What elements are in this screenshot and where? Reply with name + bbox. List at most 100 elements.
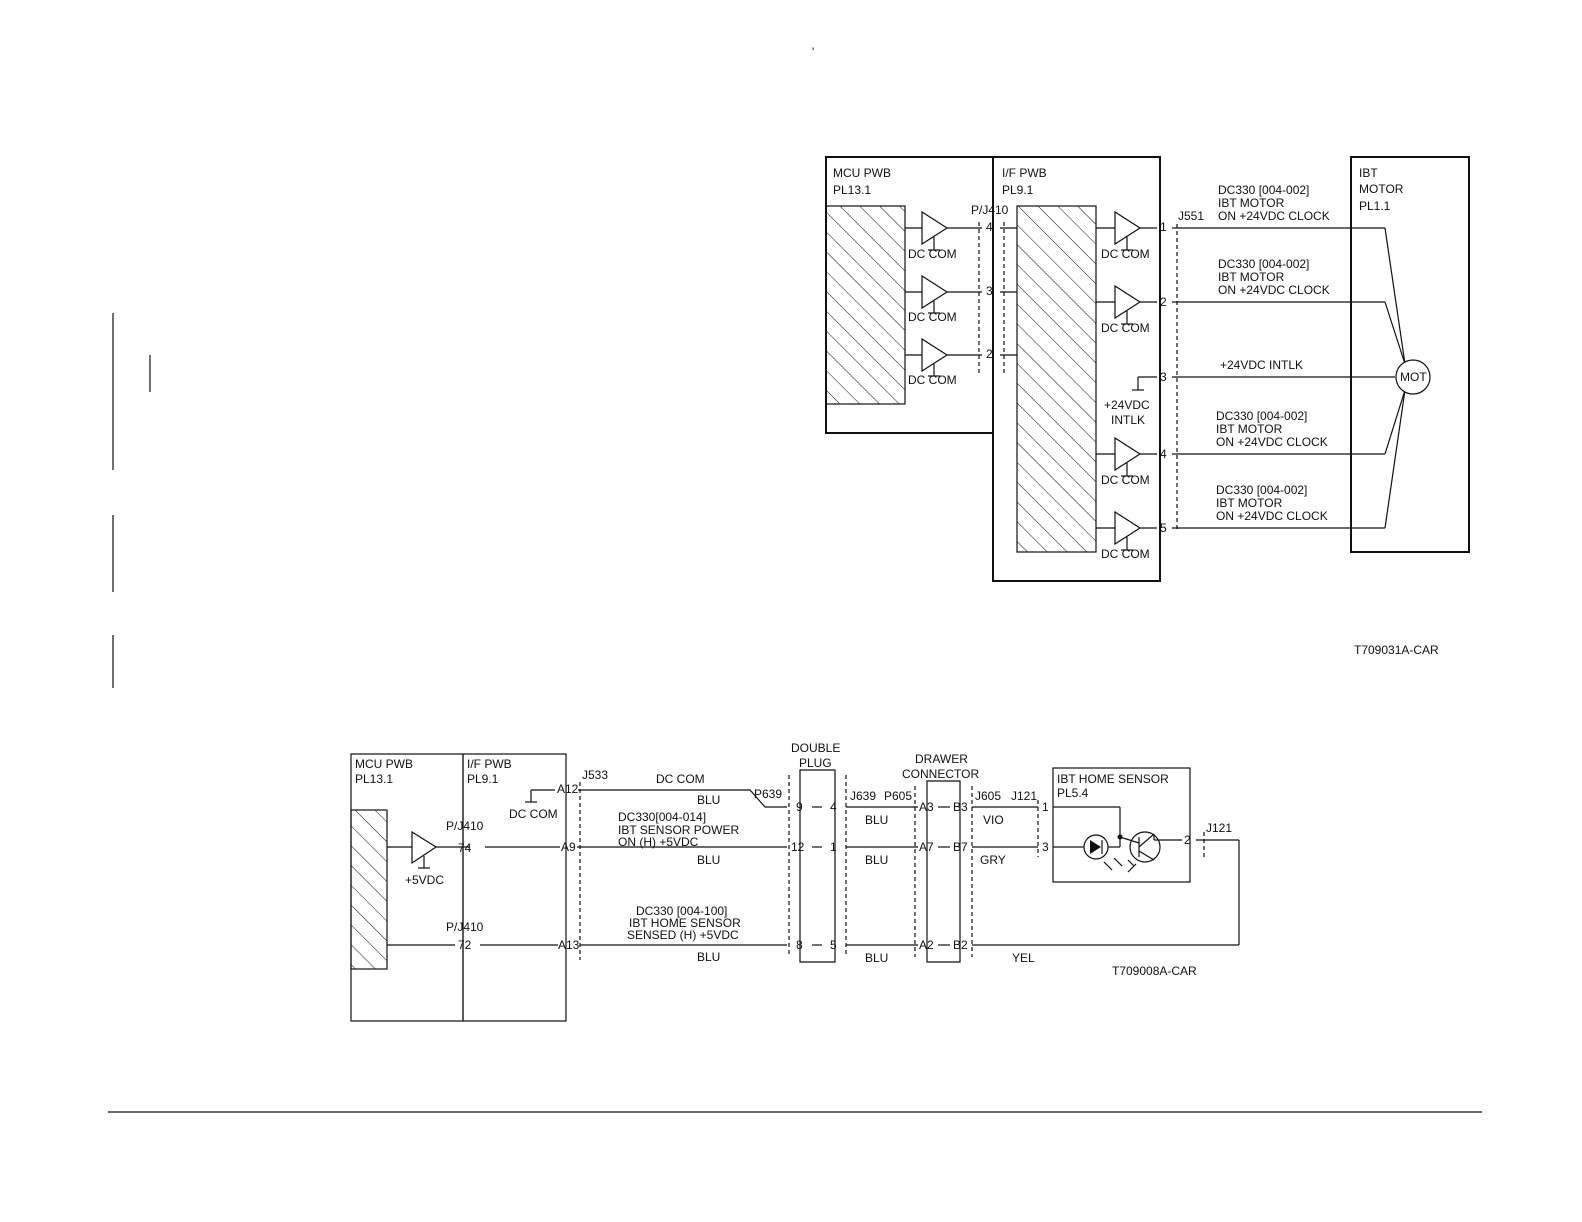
sensor-pin-3: 3 [1042,840,1049,854]
mcu-pwb-ref: PL13.1 [833,183,871,197]
j551-pin-4: 4 [1160,447,1167,461]
mcu-ic-hatched [825,205,906,405]
if-pwb-label-2: I/F PWB [467,757,512,771]
mcu-ic-hatched-2 [350,809,388,970]
mcu-pwb-ref-2: PL13.1 [355,772,393,786]
if-pwb-box [992,156,1161,582]
signal-1-line1: DC330 [004-002] [1218,183,1309,197]
drawer-bracket-top [926,780,961,786]
pin-a9: A9 [561,840,576,854]
motor-ref: PL1.1 [1359,199,1391,213]
mcu-driver-3: DC COM 2 [905,337,1017,387]
bottom-signal-line3: SENSED (H) +5VDC [627,928,739,942]
p639-pin-9: 9 [796,800,803,814]
dc-com-ground: DC COM [509,807,558,821]
signal-5-line3: ON +24VDC CLOCK [1216,509,1328,523]
drawer-connector-line1: DRAWER [915,752,968,766]
bottom-signal-line1: DC330 [004-100] [636,904,727,918]
top-line-wire-a [578,789,787,808]
j551-pin-1: 1 [1160,220,1167,234]
motor-symbol [1395,359,1431,395]
if-driver-4: DC COM 4 DC330 [004-002] IBT MOTOR ON +2… [1096,409,1385,487]
j551-pin-3: 3 [1160,370,1167,384]
bottom-wire-blu-2: BLU [865,951,888,965]
signal-2-line3: ON +24VDC CLOCK [1218,283,1330,297]
mcu-driver-1-ground: DC COM [908,247,957,261]
if-driver-5: DC COM 5 DC330 [004-002] IBT MOTOR ON +2… [1096,483,1385,561]
signal-5-line2: IBT MOTOR [1216,496,1283,510]
mid-signal-line2: IBT SENSOR POWER [618,823,739,837]
j605-pin-b7: B7 [953,840,968,854]
double-plug-bracket-bottom [799,957,836,963]
figure-id-1: T709031A-CAR [1354,643,1439,657]
connector-p605: P605 [884,789,912,803]
p605-pin-a3: A3 [919,800,934,814]
if-driver-2: DC COM 2 DC330 [004-002] IBT MOTOR ON +2… [1096,257,1385,335]
j605-pin-b2: B2 [953,938,968,952]
if-ic-hatched [1016,205,1097,553]
motor-lead-5 [1384,389,1406,529]
j639-pin-1: 1 [830,840,837,854]
mid-wire-blu-1: BLU [697,853,720,867]
motor-label-line2: MOTOR [1359,182,1404,196]
intlk-ground-line1: +24VDC [1104,398,1150,412]
motor-symbol-label: MOT [1400,370,1427,384]
pj410-pin-2: 2 [986,347,993,361]
bottom-wire-blu-1: BLU [697,950,720,964]
pj410-pin-3: 3 [986,284,993,298]
bottom-pj410: P/J410 [446,920,484,934]
signal-4-line3: ON +24VDC CLOCK [1216,435,1328,449]
signal-1-line2: IBT MOTOR [1218,196,1285,210]
top-wire-blu-2: BLU [865,813,888,827]
intlk-line: +24VDC INTLK 3 +24VDC INTLK [1104,358,1395,427]
mcu-driver-2: DC COM 3 [905,274,1017,324]
if-pwb-label: I/F PWB [1002,166,1047,180]
p605-pin-a2: A2 [919,938,934,952]
motor-lead-2 [1384,301,1406,365]
supply-label: +5VDC [405,873,444,887]
j639-pin-4: 4 [830,800,837,814]
signal-3-line1: +24VDC INTLK [1220,358,1303,372]
ibt-motor-diagram: MCU PWB PL13.1 I/F PWB PL9.1 P/J410 DC C… [825,156,1470,657]
connector-j121-right: J121 [1206,821,1232,835]
motor-lead-4 [1384,389,1406,455]
top-wire-blu-1: BLU [697,793,720,807]
mcu-driver-2-ground: DC COM [908,310,957,324]
p639-pin-12: 12 [791,840,805,854]
mid-wire-blu-2: BLU [865,853,888,867]
figure-id-2: T709008A-CAR [1112,964,1197,978]
bottom-signal-line2: IBT HOME SENSOR [629,916,741,930]
top-wire-vio: VIO [983,813,1004,827]
sensor-name: IBT HOME SENSOR [1057,772,1169,786]
motor-label-line1: IBT [1359,166,1378,180]
if-driver-1-ground: DC COM [1101,247,1150,261]
mid-wire-gry: GRY [980,853,1006,867]
page-tick: ' [812,45,814,59]
if-pwb-ref-2: PL9.1 [467,772,499,786]
signal-2-line2: IBT MOTOR [1218,270,1285,284]
mcu-driver-3-ground: DC COM [908,373,957,387]
drawer-connector-line2: CONNECTOR [902,767,979,781]
double-plug-line2: PLUG [799,756,832,770]
if-driver-2-ground: DC COM [1101,321,1150,335]
if-pwb-ref: PL9.1 [1002,183,1034,197]
signal-1-line3: ON +24VDC CLOCK [1218,209,1330,223]
double-plug-bracket-top [799,769,836,775]
if-pwb-box-2 [462,753,567,1022]
motor-lead-1 [1384,227,1406,365]
sensor-ref: PL5.4 [1057,786,1089,800]
mcu-pwb-label: MCU PWB [833,166,891,180]
j551-pin-5: 5 [1160,521,1167,535]
if-driver-1: DC COM 1 DC330 [004-002] IBT MOTOR ON +2… [1096,183,1385,261]
pin-a12: A12 [557,782,579,796]
j551-pin-2: 2 [1160,295,1167,309]
ibt-motor-box [1350,156,1470,553]
mid-pj410: P/J410 [446,819,484,833]
connector-p639: P639 [754,787,782,801]
signal-4-line2: IBT MOTOR [1216,422,1283,436]
ibt-home-sensor-diagram: MCU PWB PL13.1 I/F PWB PL9.1 +5VDC J533 … [350,741,1240,1022]
p605-pin-a7: A7 [919,840,934,854]
bottom-wire-yel: YEL [1012,951,1035,965]
top-line-label: DC COM [656,772,705,786]
